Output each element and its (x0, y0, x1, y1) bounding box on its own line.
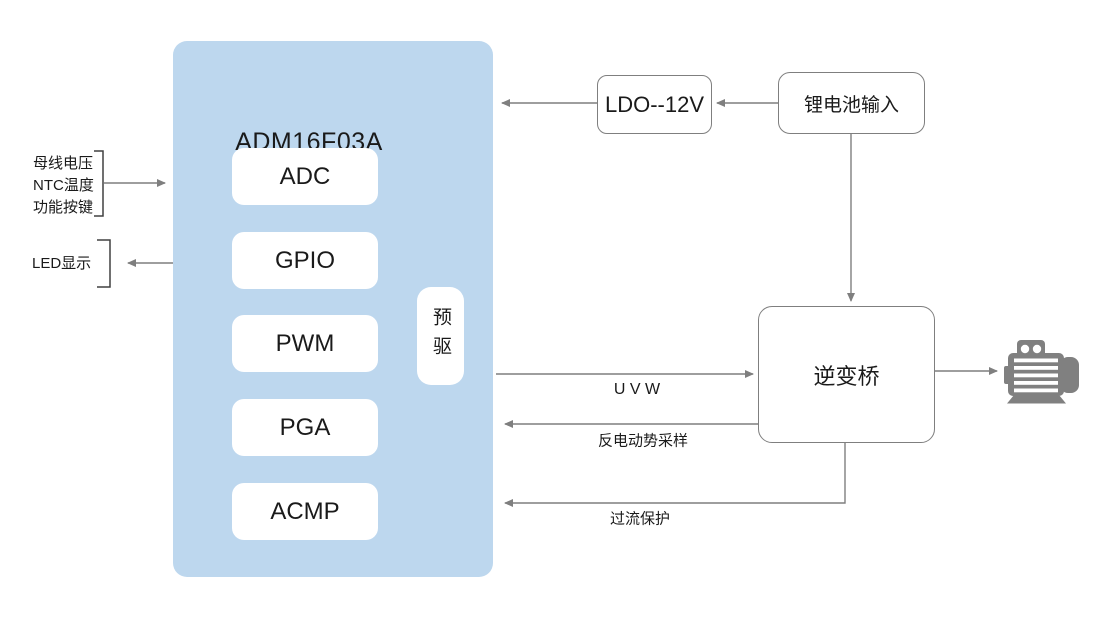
peripheral-block-pwm: PWM (232, 315, 378, 372)
peripheral-label: ADC (279, 162, 331, 190)
ldo-label: LDO--12V (604, 91, 705, 117)
mcu-block: ADM16F03A ADC GPIO PWM PGA ACMP 预驱 (173, 41, 493, 577)
peripheral-label: GPIO (274, 246, 335, 274)
peripheral-block-adc: ADC (232, 148, 378, 205)
battery-label: 锂电池输入 (803, 94, 899, 116)
battery-box: 锂电池输入 (778, 72, 925, 134)
inverter-box: 逆变桥 (758, 306, 935, 443)
inverter-label: 逆变桥 (813, 363, 880, 389)
ldo-box: LDO--12V (597, 75, 712, 134)
sensor-input-labels: 母线电压 NTC温度 功能按键 (33, 153, 94, 219)
led-display-label: LED显示 (32, 255, 92, 272)
peripheral-label: PWM (275, 329, 335, 357)
motor-icon (1004, 340, 1079, 404)
sensor-line-bus-voltage: 母线电压 (33, 155, 94, 172)
sensor-line-ntc-temp: NTC温度 (33, 177, 94, 194)
sensor-bracket (94, 150, 104, 217)
peripheral-block-gpio: GPIO (232, 232, 378, 289)
peripheral-label: PGA (279, 413, 331, 441)
predriver-block: 预驱 (417, 287, 464, 385)
wire-overcurrent (504, 442, 846, 507)
peripheral-block-acmp: ACMP (232, 483, 378, 540)
overcurrent-label: 过流保护 (609, 510, 671, 528)
predriver-label: 预驱 (430, 307, 451, 365)
led-bracket (97, 239, 111, 288)
uvw-label: U V W (613, 381, 661, 398)
sensor-line-function-keys: 功能按键 (33, 199, 94, 216)
peripheral-block-pga: PGA (232, 399, 378, 456)
peripheral-label: ACMP (270, 497, 340, 525)
back-emf-label: 反电动势采样 (597, 432, 689, 450)
